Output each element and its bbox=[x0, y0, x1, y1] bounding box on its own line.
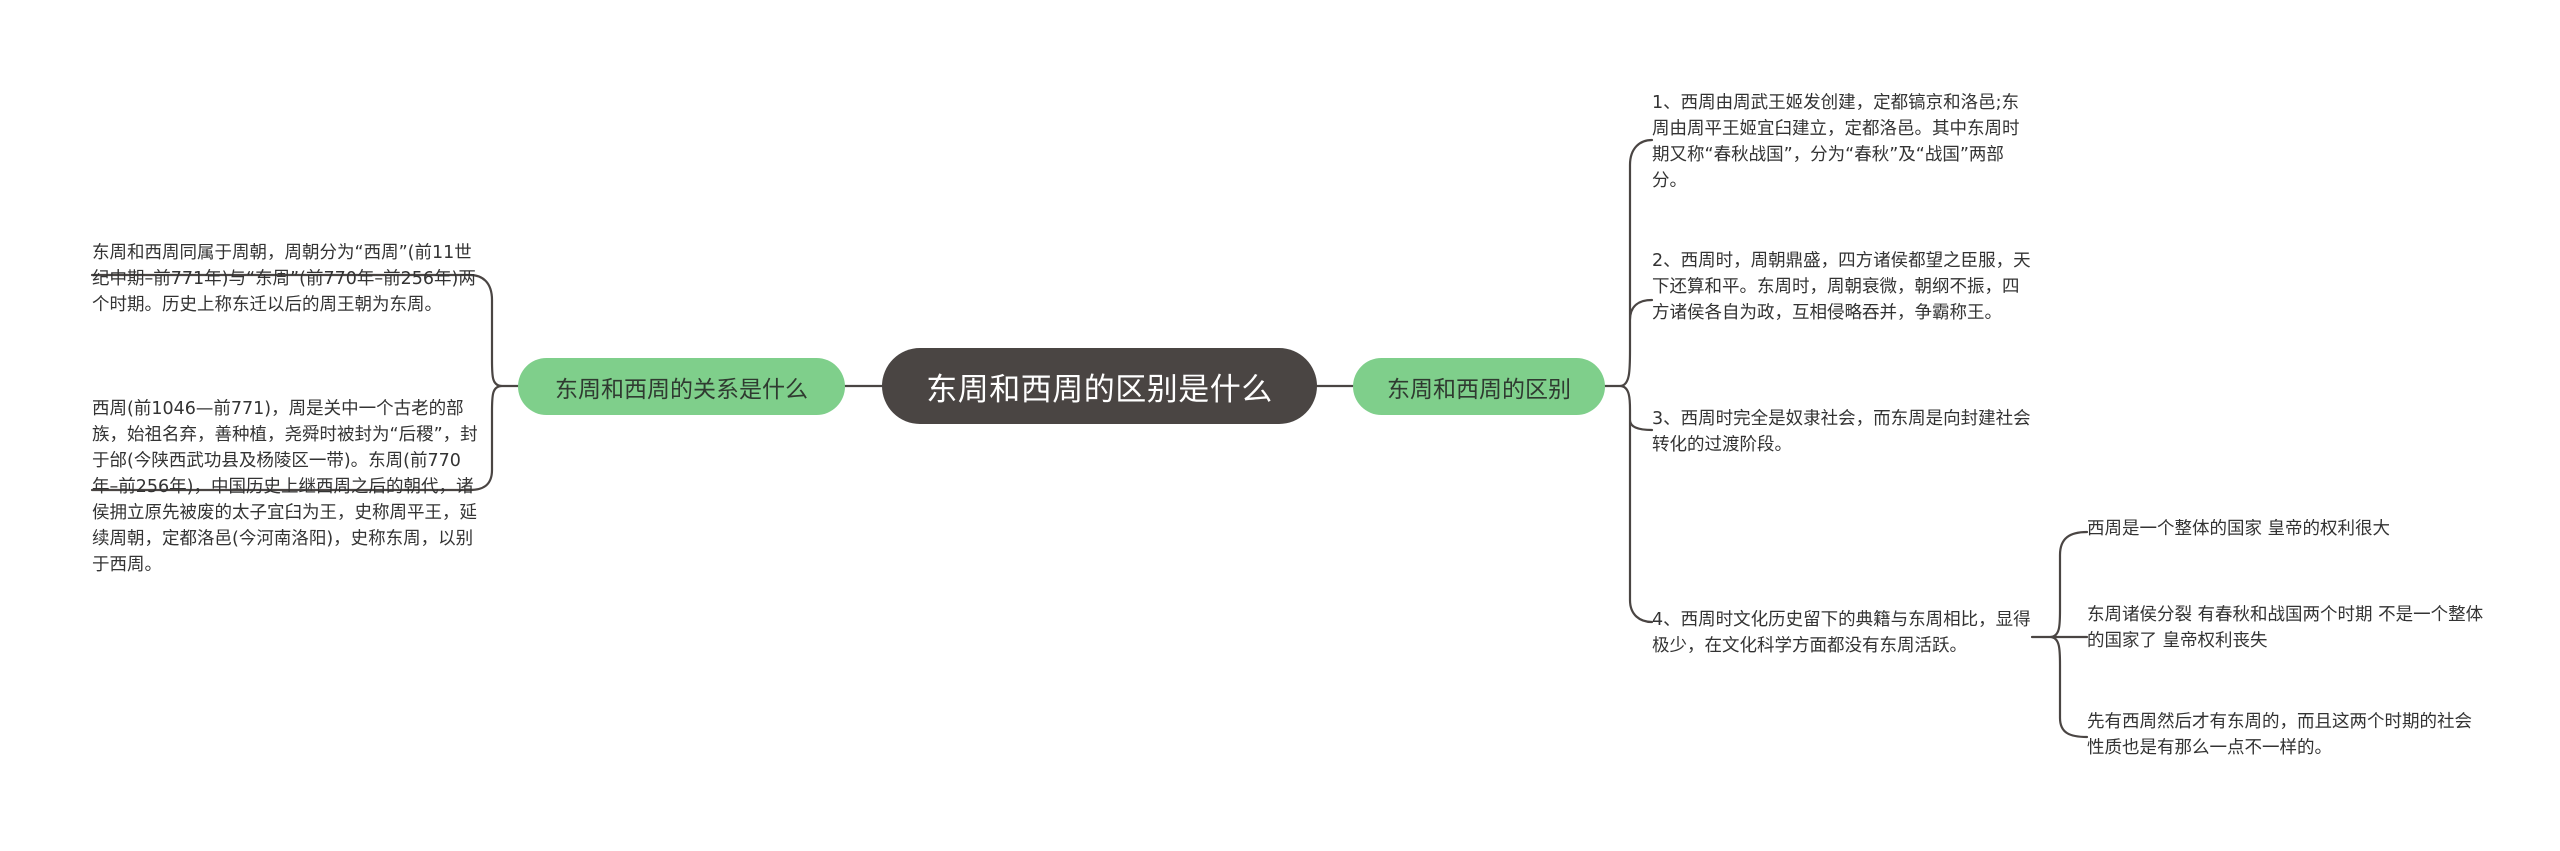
sub-leaf-2[interactable]: 东周诸侯分裂 有春秋和战国两个时期 不是一个整体的国家了 皇帝权利丧失 bbox=[2087, 605, 2484, 651]
branch-relationship[interactable]: 东周和西周的关系是什么 bbox=[518, 358, 845, 415]
root-topic[interactable]: 东周和西周的区别是什么 bbox=[882, 348, 1317, 424]
leaf-relationship-2[interactable]: 西周(前1046—前771)，周是关中一个古老的部族，始祖名弃，善种植，尧舜时被… bbox=[92, 399, 478, 575]
leaf-difference-4[interactable]: 4、西周时文化历史留下的典籍与东周相比，显得极少，在文化科学方面都没有东周活跃。 bbox=[1652, 610, 2031, 656]
leaf-relationship-1[interactable]: 东周和西周同属于周朝，周朝分为“西周”(前11世纪中期–前771年)与“东周”(… bbox=[92, 243, 476, 315]
sub-leaf-3[interactable]: 先有西周然后才有东周的，而且这两个时期的社会性质也是有那么一点不一样的。 bbox=[2087, 712, 2472, 758]
bracket-right bbox=[1603, 138, 1654, 624]
leaf-difference-1[interactable]: 1、西周由周武王姬发创建，定都镐京和洛邑;东周由周平王姬宜臼建立，定都洛邑。其中… bbox=[1652, 93, 2020, 191]
sub-leaf-1[interactable]: 西周是一个整体的国家 皇帝的权利很大 bbox=[2087, 519, 2391, 539]
bracket-left bbox=[90, 273, 520, 492]
leaf-difference-3[interactable]: 3、西周时完全是奴隶社会，而东周是向封建社会转化的过渡阶段。 bbox=[1652, 409, 2031, 455]
leaf-difference-2[interactable]: 2、西周时，周朝鼎盛，四方诸侯都望之臣服，天下还算和平。东周时，周朝衰微，朝纲不… bbox=[1652, 251, 2031, 323]
bracket-sub bbox=[2030, 530, 2089, 739]
branch-differences[interactable]: 东周和西周的区别 bbox=[1353, 358, 1605, 415]
